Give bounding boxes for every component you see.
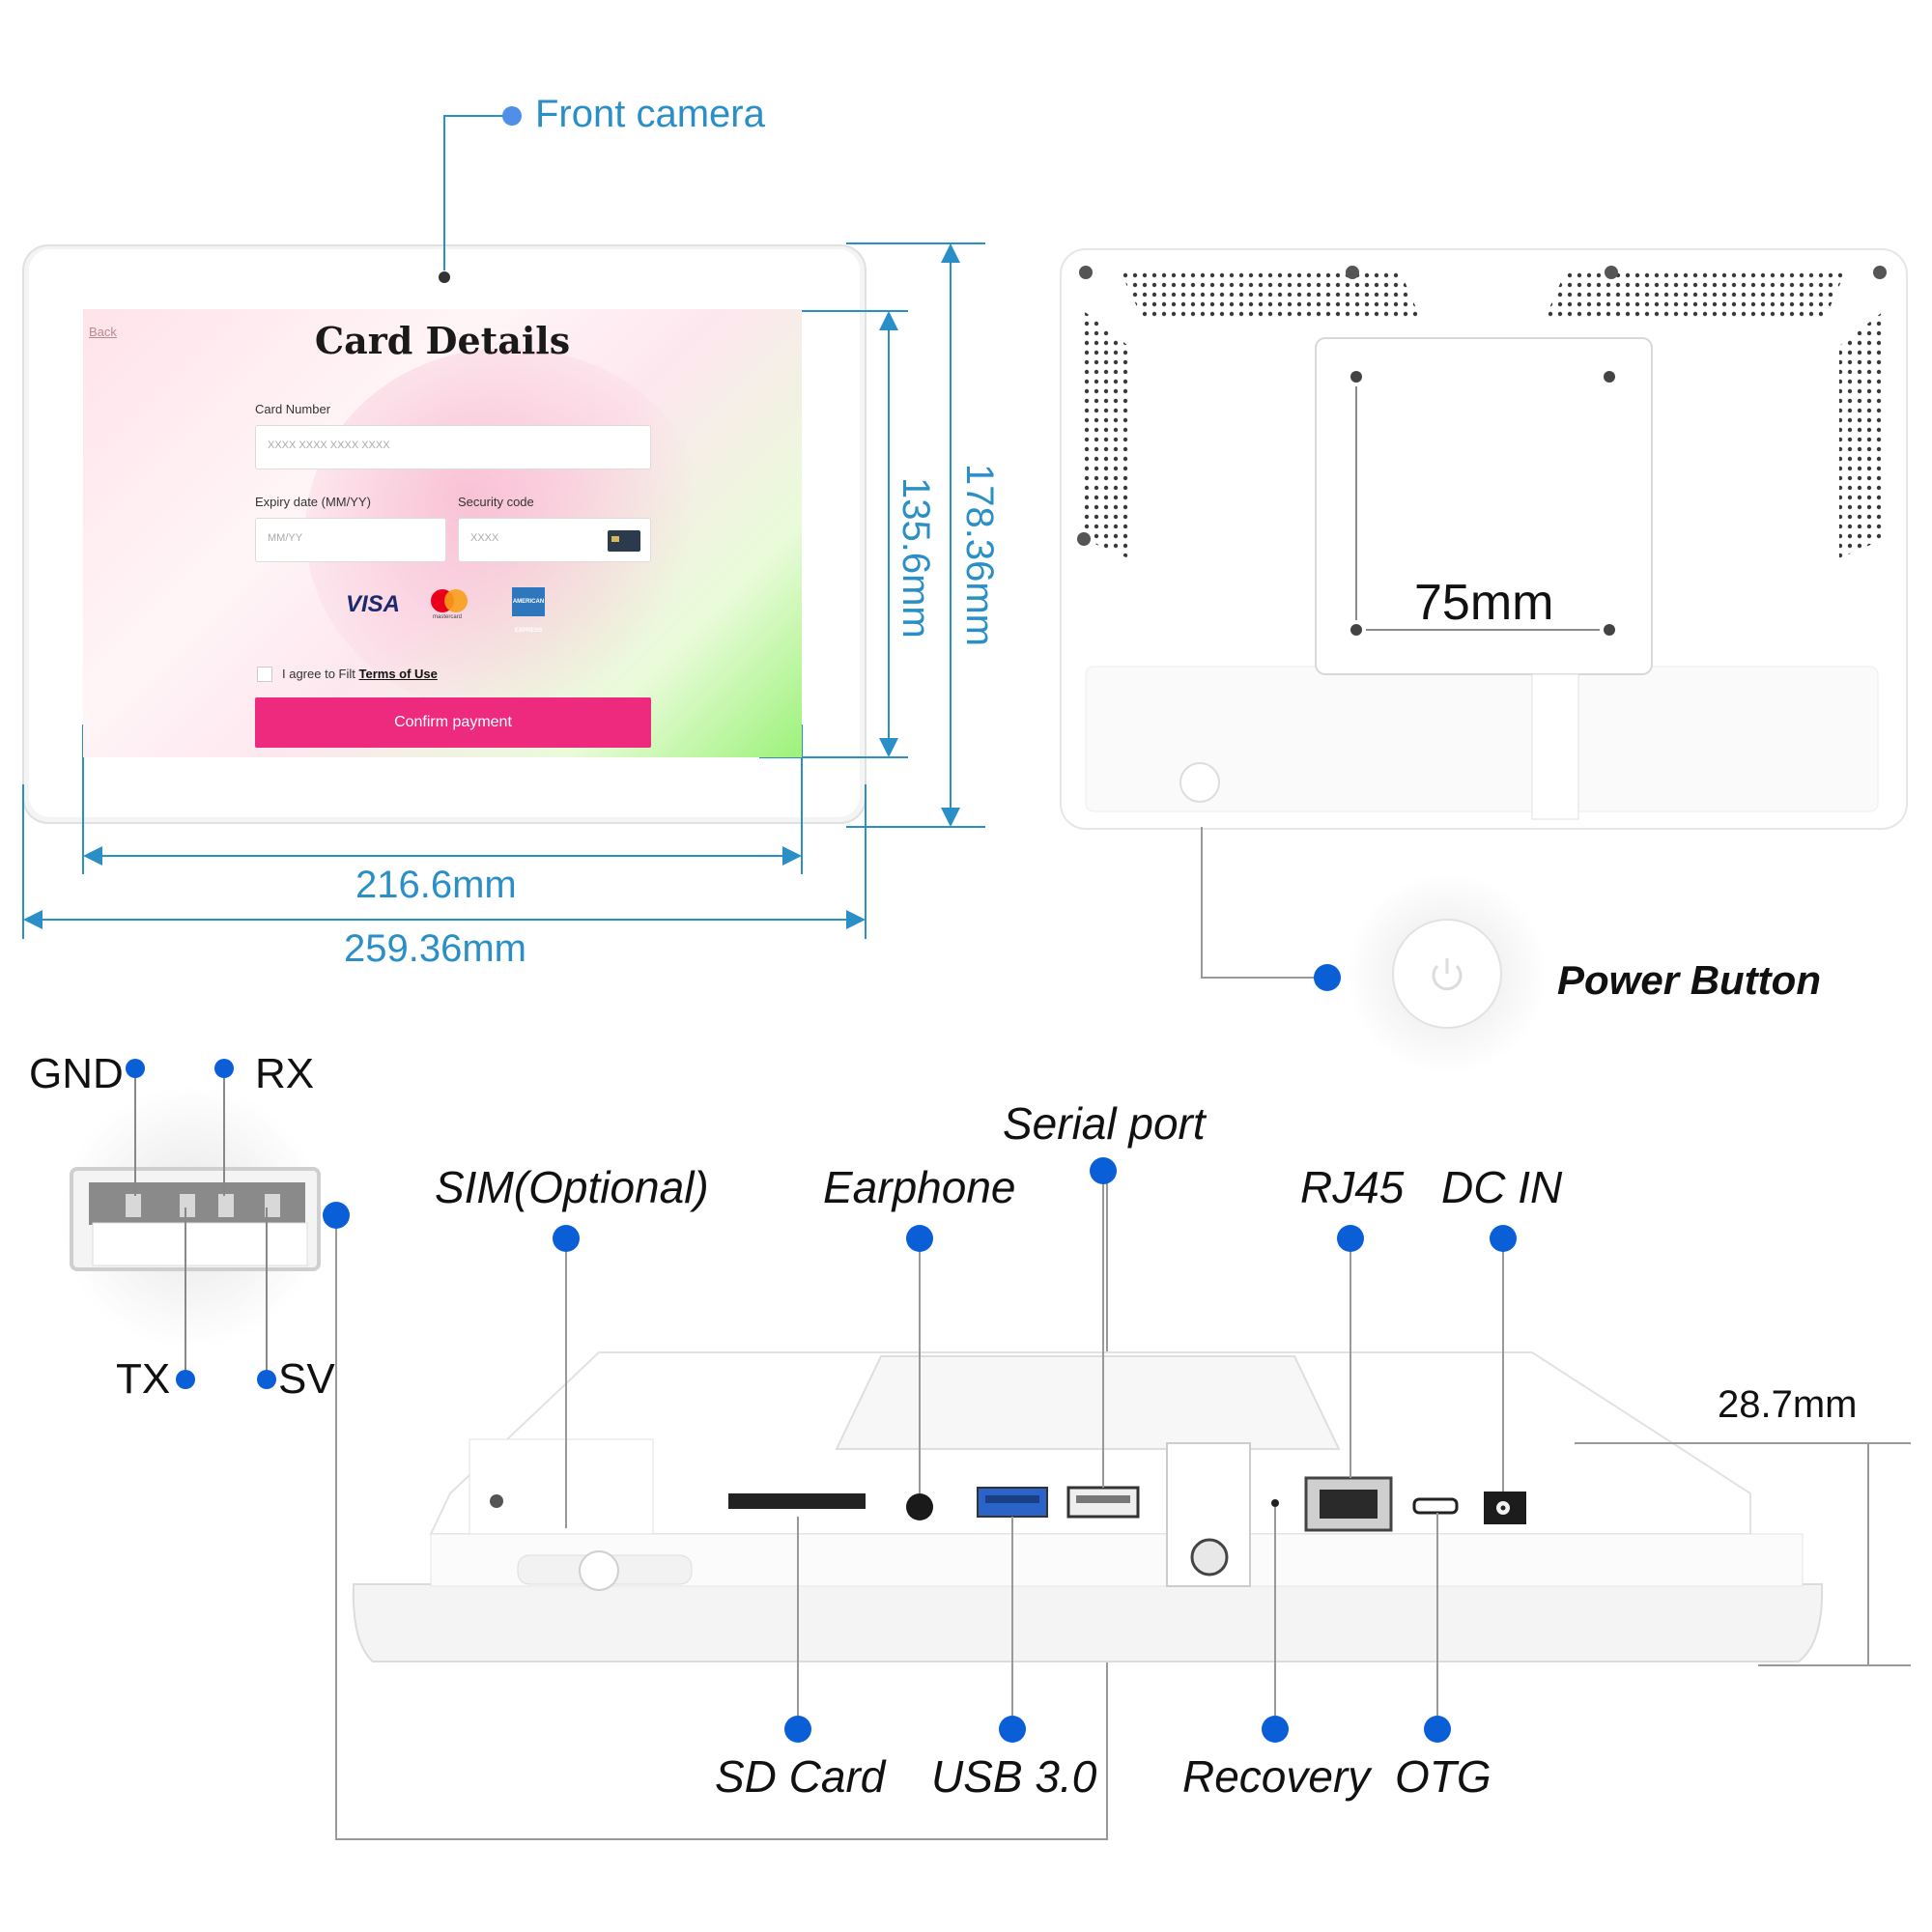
serial-pinout — [60, 1059, 323, 1389]
expiry-input[interactable]: MM/YY — [255, 518, 446, 562]
port-callouts-top — [565, 1171, 1504, 1528]
usb3-dot — [999, 1716, 1026, 1743]
page-title: Card Details — [314, 319, 571, 362]
power-button-callout — [1201, 827, 1548, 1074]
payment-screen: Back Card Details Card Number XXXX XXXX … — [83, 309, 802, 757]
agree-text: I agree to Filt Terms of Use — [282, 667, 438, 681]
port-callouts-bottom — [797, 1507, 1438, 1727]
mastercard-text: mastercard — [433, 614, 463, 620]
thickness-dimension — [1575, 1442, 1911, 1666]
gnd-label: GND — [29, 1050, 124, 1097]
card-number-label: Card Number — [255, 402, 331, 416]
visa-logo: VISA — [346, 591, 401, 617]
usb3-label: USB 3.0 — [931, 1751, 1097, 1802]
confirm-payment-button[interactable]: Confirm payment — [255, 697, 651, 748]
dc-in-dot — [1490, 1225, 1517, 1252]
tx-label: TX — [116, 1355, 171, 1403]
card-number-input[interactable]: XXXX XXXX XXXX XXXX — [255, 425, 651, 469]
dc-in-label: DC IN — [1441, 1162, 1563, 1212]
rj45-dot — [1337, 1225, 1364, 1252]
height-outer-label: 178.36mm — [958, 464, 1001, 646]
security-placeholder: XXXX — [470, 532, 499, 544]
power-button-label: Power Button — [1557, 957, 1821, 1003]
front-camera-callout — [443, 106, 522, 270]
front-camera-label: Front camera — [535, 93, 765, 135]
rx-label: RX — [255, 1050, 315, 1097]
security-label: Security code — [458, 495, 534, 509]
mastercard-logo: mastercard — [431, 589, 469, 622]
serial-port-label: Serial port — [1003, 1098, 1206, 1149]
bottom-tablet — [352, 1351, 1824, 1662]
amex-logo: AMERICAN EXPRESS — [512, 587, 545, 634]
width-outer-label: 259.36mm — [344, 927, 526, 970]
front-dimensions — [22, 242, 985, 939]
vesa-label: 75mm — [1414, 575, 1554, 631]
security-input[interactable]: XXXX — [458, 518, 651, 562]
height-inner-label: 135.6mm — [895, 477, 937, 639]
otg-label: OTG — [1395, 1751, 1492, 1802]
rj45-label: RJ45 — [1300, 1162, 1405, 1212]
width-inner-label: 216.6mm — [355, 864, 517, 906]
back-tablet — [1060, 248, 1908, 830]
sim-dot — [553, 1225, 580, 1252]
serial-link-dot — [323, 1202, 350, 1229]
earphone-label: Earphone — [823, 1162, 1016, 1212]
credit-card-icon — [608, 530, 640, 552]
recovery-label: Recovery — [1182, 1751, 1371, 1802]
agree-checkbox[interactable] — [257, 667, 272, 682]
expiry-label: Expiry date (MM/YY) — [255, 495, 371, 509]
otg-dot — [1424, 1716, 1451, 1743]
terms-link[interactable]: Terms of Use — [358, 667, 438, 681]
recovery-dot — [1262, 1716, 1289, 1743]
small-power-button-icon — [1179, 762, 1220, 803]
sd-card-dot — [784, 1716, 811, 1743]
back-link[interactable]: Back — [89, 325, 117, 339]
sim-label: SIM(Optional) — [435, 1162, 709, 1212]
camera-lens-icon — [439, 271, 450, 283]
thickness-label: 28.7mm — [1718, 1383, 1858, 1426]
agree-prefix: I agree to Filt — [282, 667, 355, 681]
earphone-dot — [906, 1225, 933, 1252]
sv-label: SV — [278, 1355, 335, 1403]
sd-card-label: SD Card — [715, 1751, 886, 1802]
serial-port-dot — [1090, 1157, 1117, 1184]
